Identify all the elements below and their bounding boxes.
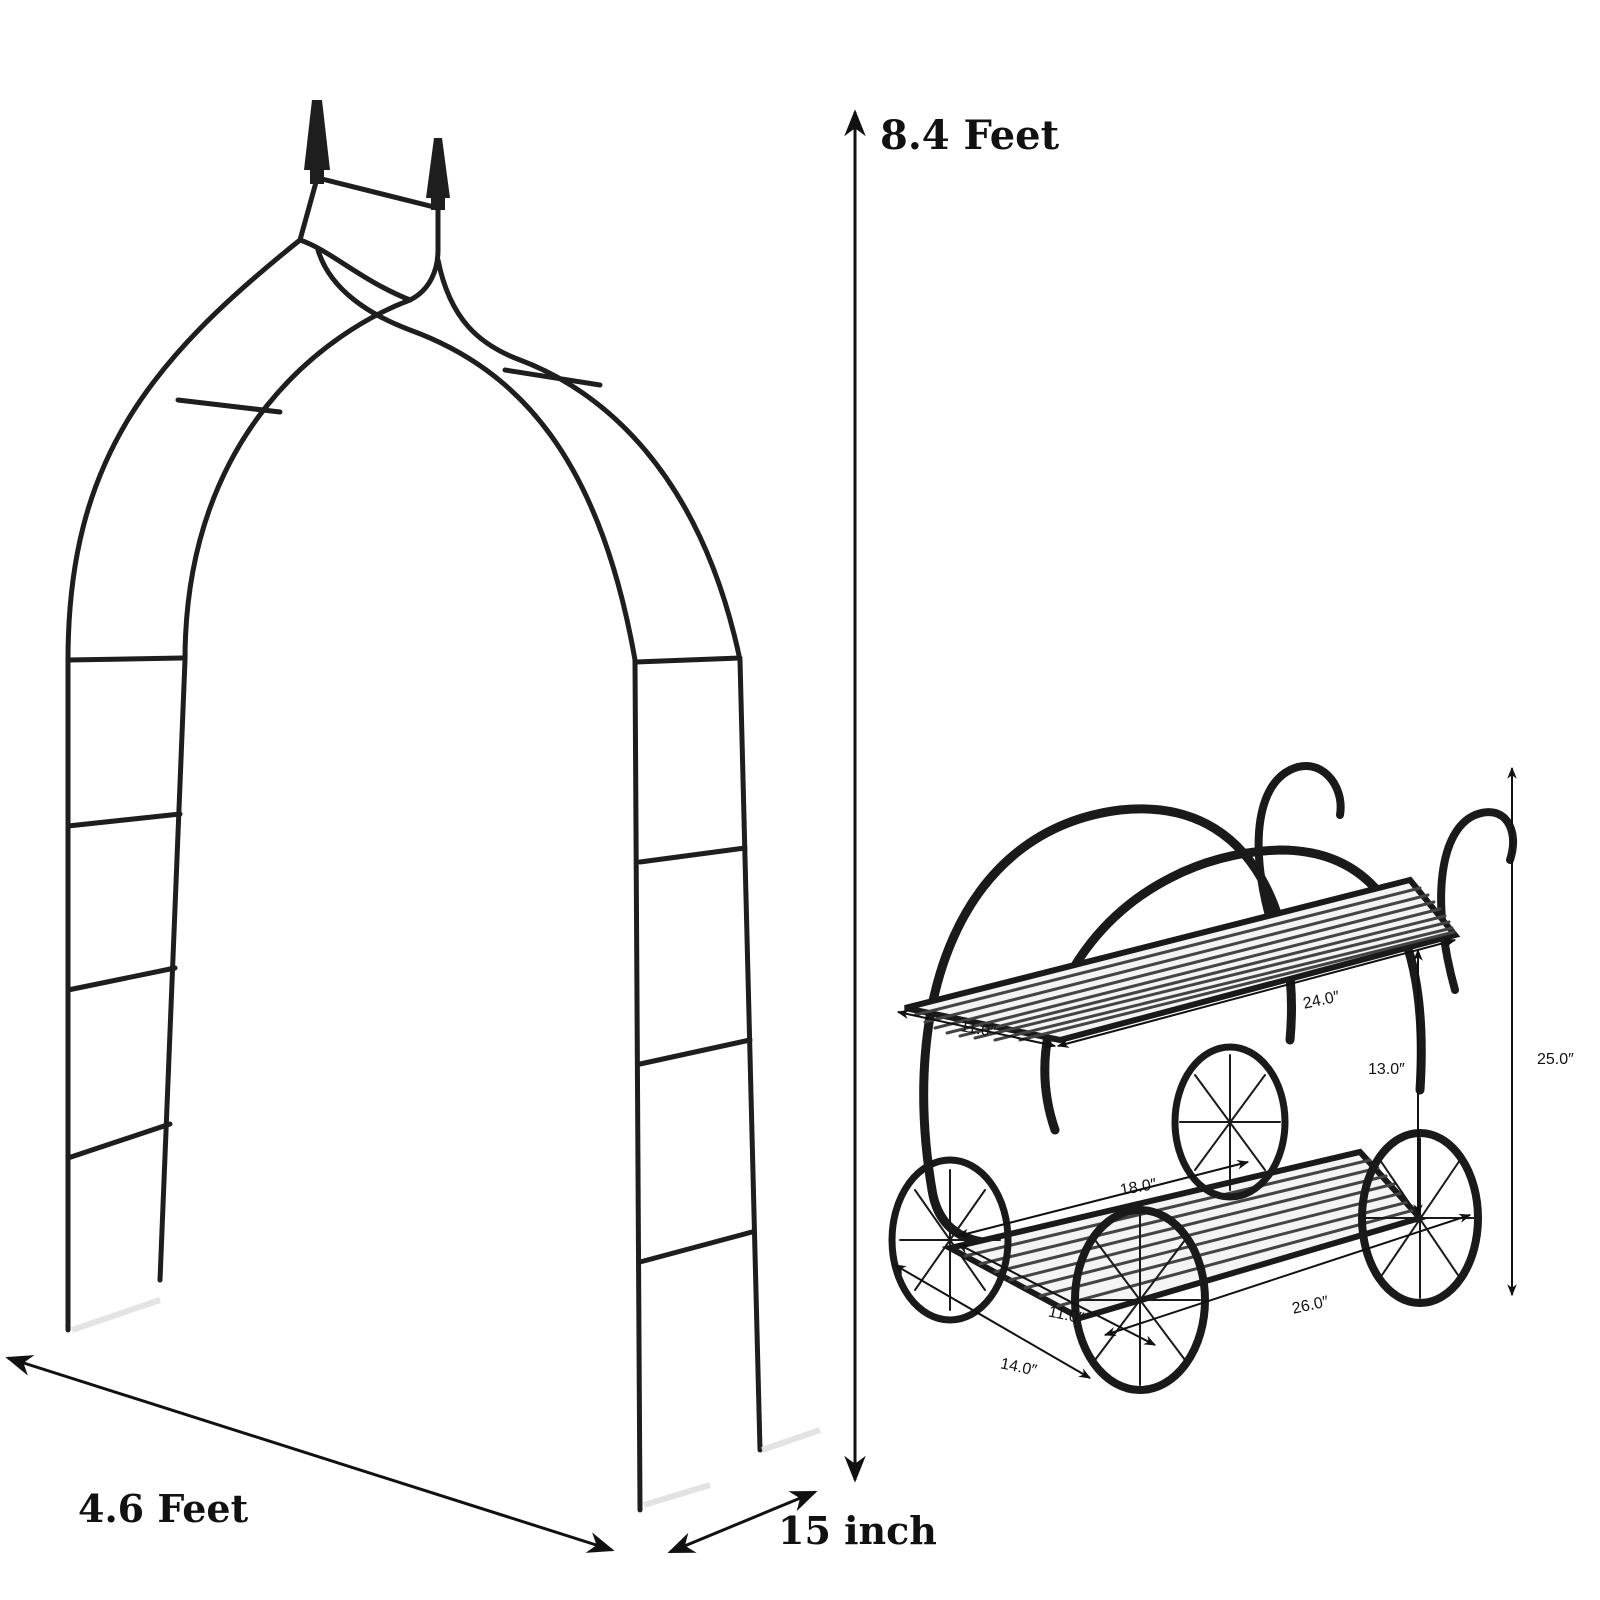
cart-shelf-gap-label: 13.0″ (1368, 1061, 1405, 1078)
plant-cart-illustration (888, 762, 1518, 1394)
arch-depth-label: 15 inch (778, 1508, 937, 1553)
cart-dimension-arrows (893, 766, 1517, 1379)
arch-frame (65, 172, 763, 1513)
finial-right-icon (426, 138, 450, 198)
arch-height-label: 8.4 Feet (880, 112, 1060, 159)
arch-finials (304, 100, 450, 210)
finial-left-icon (304, 100, 330, 170)
arch-dimension-arrows (5, 109, 866, 1554)
depth-arrow-icon (667, 1490, 818, 1554)
cart-overall-height-label: 25.0″ (1537, 1051, 1574, 1068)
width-arrow-icon (5, 1355, 615, 1553)
arch-width-label: 4.6 Feet (78, 1486, 249, 1531)
cart-wheel-back-right-icon (1171, 1043, 1289, 1201)
cart-wheel-front-left-icon (1071, 1206, 1209, 1394)
